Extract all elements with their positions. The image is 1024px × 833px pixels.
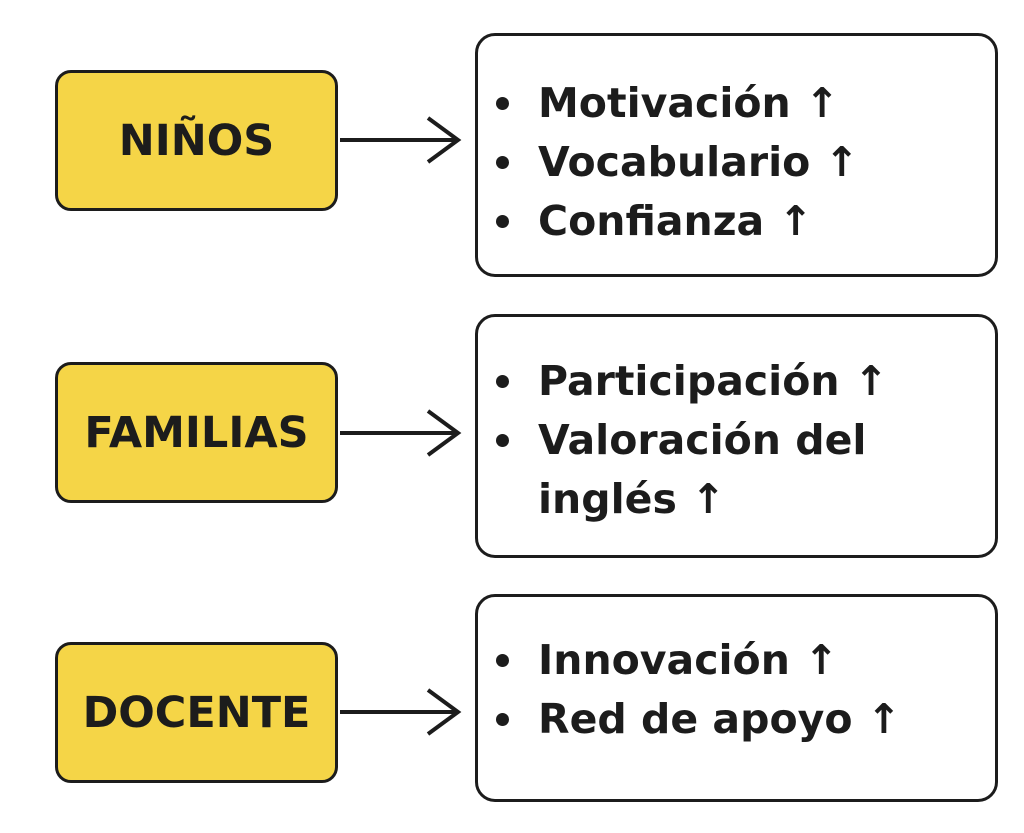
outcomes-box: Innovación ↑ Red de apoyo ↑ [475,594,998,802]
bullet-icon [496,375,509,388]
list-item: Innovación ↑ [496,631,975,690]
bullet-icon [496,434,509,447]
group-label-box: NIÑOS [55,70,338,211]
outcomes-box: Participación ↑ Valoración del inglés ↑ [475,314,998,558]
bullet-icon [496,97,509,110]
list-item: Vocabulario ↑ [496,133,975,192]
group-label-box: FAMILIAS [55,362,338,503]
outcomes-list: Motivación ↑ Vocabulario ↑ Confianza ↑ [496,74,975,251]
right-arrow-icon [340,409,462,457]
bullet-icon [496,215,509,228]
right-arrow-icon [340,116,462,164]
list-item: Valoración del inglés ↑ [496,411,975,529]
group-label: NIÑOS [118,115,275,166]
outcomes-list: Innovación ↑ Red de apoyo ↑ [496,631,975,749]
bullet-icon [496,156,509,169]
outcomes-box: Motivación ↑ Vocabulario ↑ Confianza ↑ [475,33,998,277]
group-label-box: DOCENTE [55,642,338,783]
outcomes-list: Participación ↑ Valoración del inglés ↑ [496,352,975,529]
list-item: Participación ↑ [496,352,975,411]
list-item: Motivación ↑ [496,74,975,133]
bullet-icon [496,654,509,667]
right-arrow-icon [340,688,462,736]
bullet-icon [496,713,509,726]
list-item: Red de apoyo ↑ [496,690,975,749]
group-label: FAMILIAS [84,407,309,458]
list-item: Confianza ↑ [496,192,975,251]
group-label: DOCENTE [82,687,311,738]
